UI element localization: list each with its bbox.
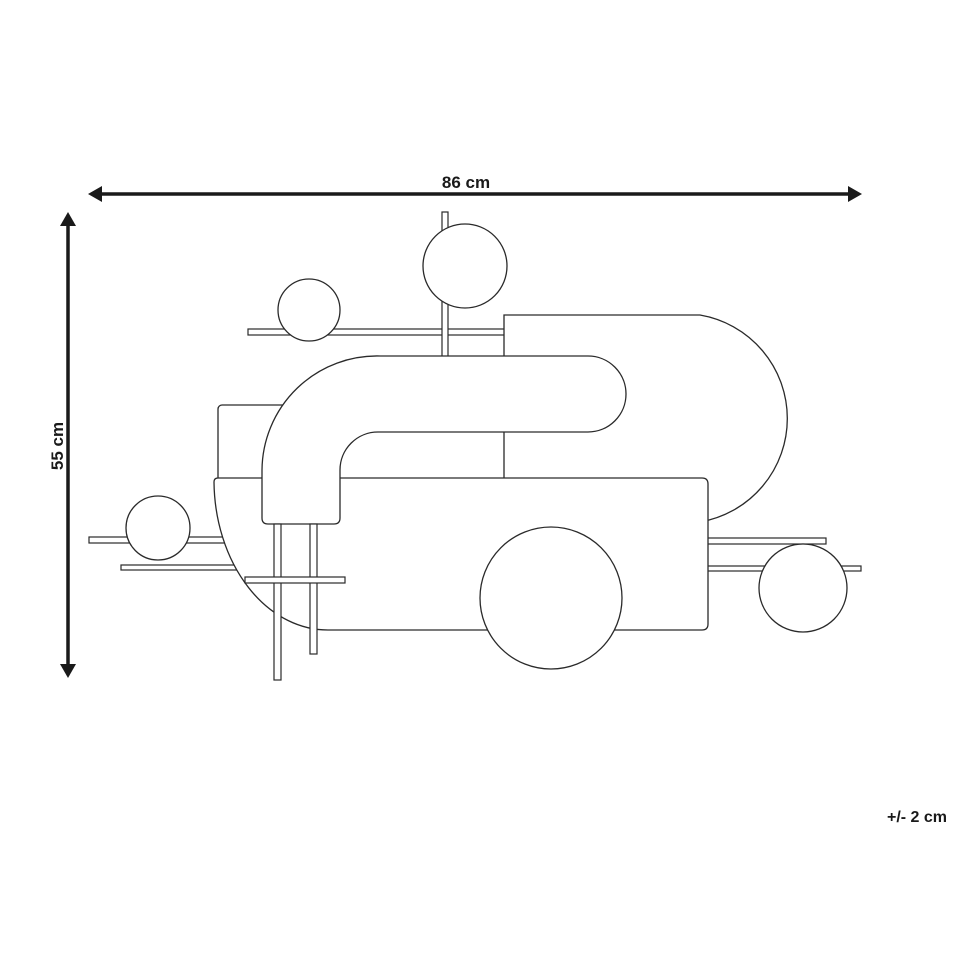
height-label: 55 cm xyxy=(48,422,67,470)
circle-top xyxy=(422,223,508,309)
rod-left-lower xyxy=(120,564,252,571)
height-dimension: 55 cm xyxy=(48,212,76,678)
leg-right xyxy=(309,523,318,655)
circle-right xyxy=(758,543,848,633)
height-arrow-bottom-icon xyxy=(60,664,76,678)
circle-bottom-center xyxy=(479,526,623,670)
leg-crossbar xyxy=(244,576,346,584)
width-label: 86 cm xyxy=(442,173,490,192)
width-arrow-left-icon xyxy=(88,186,102,202)
leg-left xyxy=(273,523,282,681)
width-arrow-right-icon xyxy=(848,186,862,202)
rod-right-upper xyxy=(699,537,827,545)
circle-top-left xyxy=(277,278,341,342)
circle-left xyxy=(125,495,191,561)
tolerance-label: +/- 2 cm xyxy=(887,809,947,826)
artwork xyxy=(88,211,862,681)
height-arrow-top-icon xyxy=(60,212,76,226)
hook-shape xyxy=(261,355,627,525)
width-dimension: 86 cm xyxy=(88,173,862,202)
